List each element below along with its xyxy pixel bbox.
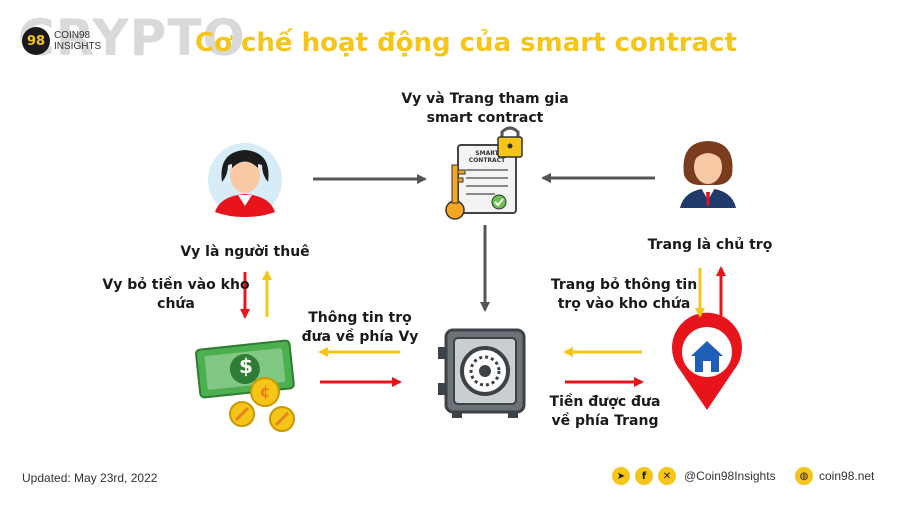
- coin-symbol: ¢: [259, 382, 271, 401]
- website-link[interactable]: ◍ coin98.net: [795, 467, 874, 485]
- join-contract-label: Vy và Trang tham gia smart contract: [375, 90, 595, 128]
- social-handle[interactable]: @Coin98Insights: [684, 469, 776, 483]
- social-bar: ➤ f ✕ @Coin98Insights: [612, 467, 776, 485]
- trang-deposit-label: Trang bỏ thông tin trọ vào kho chứa: [548, 276, 700, 314]
- info-to-vy-label: Thông tin trọ đưa về phía Vy: [295, 309, 425, 347]
- crypto-watermark: CRYPTO: [18, 9, 246, 67]
- logo-text: COIN98 INSIGHTS: [54, 30, 101, 52]
- join-label-line2: smart contract: [426, 110, 544, 126]
- join-label-line1: Vy và Trang tham gia: [401, 91, 569, 107]
- money-to-trang-label: Tiền được đưa về phía Trang: [540, 393, 670, 431]
- trang-deposit-line2: trọ vào kho chứa: [557, 296, 691, 312]
- safe-vault-icon: [438, 328, 526, 418]
- globe-icon: ◍: [795, 467, 813, 485]
- trang-avatar-icon: [680, 141, 736, 208]
- money-to-trang-line2: về phía Trang: [551, 413, 659, 429]
- money-coins-icon: [195, 339, 295, 432]
- trang-role-label: Trang là chủ trọ: [647, 237, 773, 253]
- x-icon[interactable]: ✕: [658, 467, 676, 485]
- vy-deposit-line1: Vy bỏ tiền vào kho: [102, 277, 250, 293]
- info-to-vy-line2: đưa về phía Vy: [301, 329, 419, 345]
- info-to-vy-line1: Thông tin trọ: [308, 310, 412, 326]
- vy-avatar-icon: [208, 143, 282, 217]
- page-title: Cơ chế hoạt động của smart contract: [195, 28, 738, 58]
- facebook-icon[interactable]: f: [635, 467, 653, 485]
- money-to-trang-line1: Tiền được đưa: [549, 394, 661, 410]
- contract-doc-label: SMART CONTRACT: [468, 150, 506, 164]
- updated-date: Updated: May 23rd, 2022: [22, 471, 158, 485]
- vy-deposit-line2: chứa: [157, 296, 195, 312]
- coin98-logo: 98 COIN98 INSIGHTS: [22, 27, 101, 55]
- vy-deposit-label: Vy bỏ tiền vào kho chứa: [95, 276, 257, 314]
- house-location-pin-icon: [672, 312, 742, 410]
- vy-role-label: Vy là người thuê: [180, 244, 310, 260]
- coin98-logo-mark: 98: [22, 27, 50, 55]
- website-text: coin98.net: [819, 469, 875, 483]
- trang-deposit-line1: Trang bỏ thông tin: [550, 277, 698, 293]
- logo-line2: INSIGHTS: [54, 41, 102, 52]
- telegram-icon[interactable]: ➤: [612, 467, 630, 485]
- dollar-symbol: $: [239, 354, 253, 378]
- smart-contract-document-icon: [445, 126, 523, 220]
- logo-line1: COIN98: [54, 30, 91, 41]
